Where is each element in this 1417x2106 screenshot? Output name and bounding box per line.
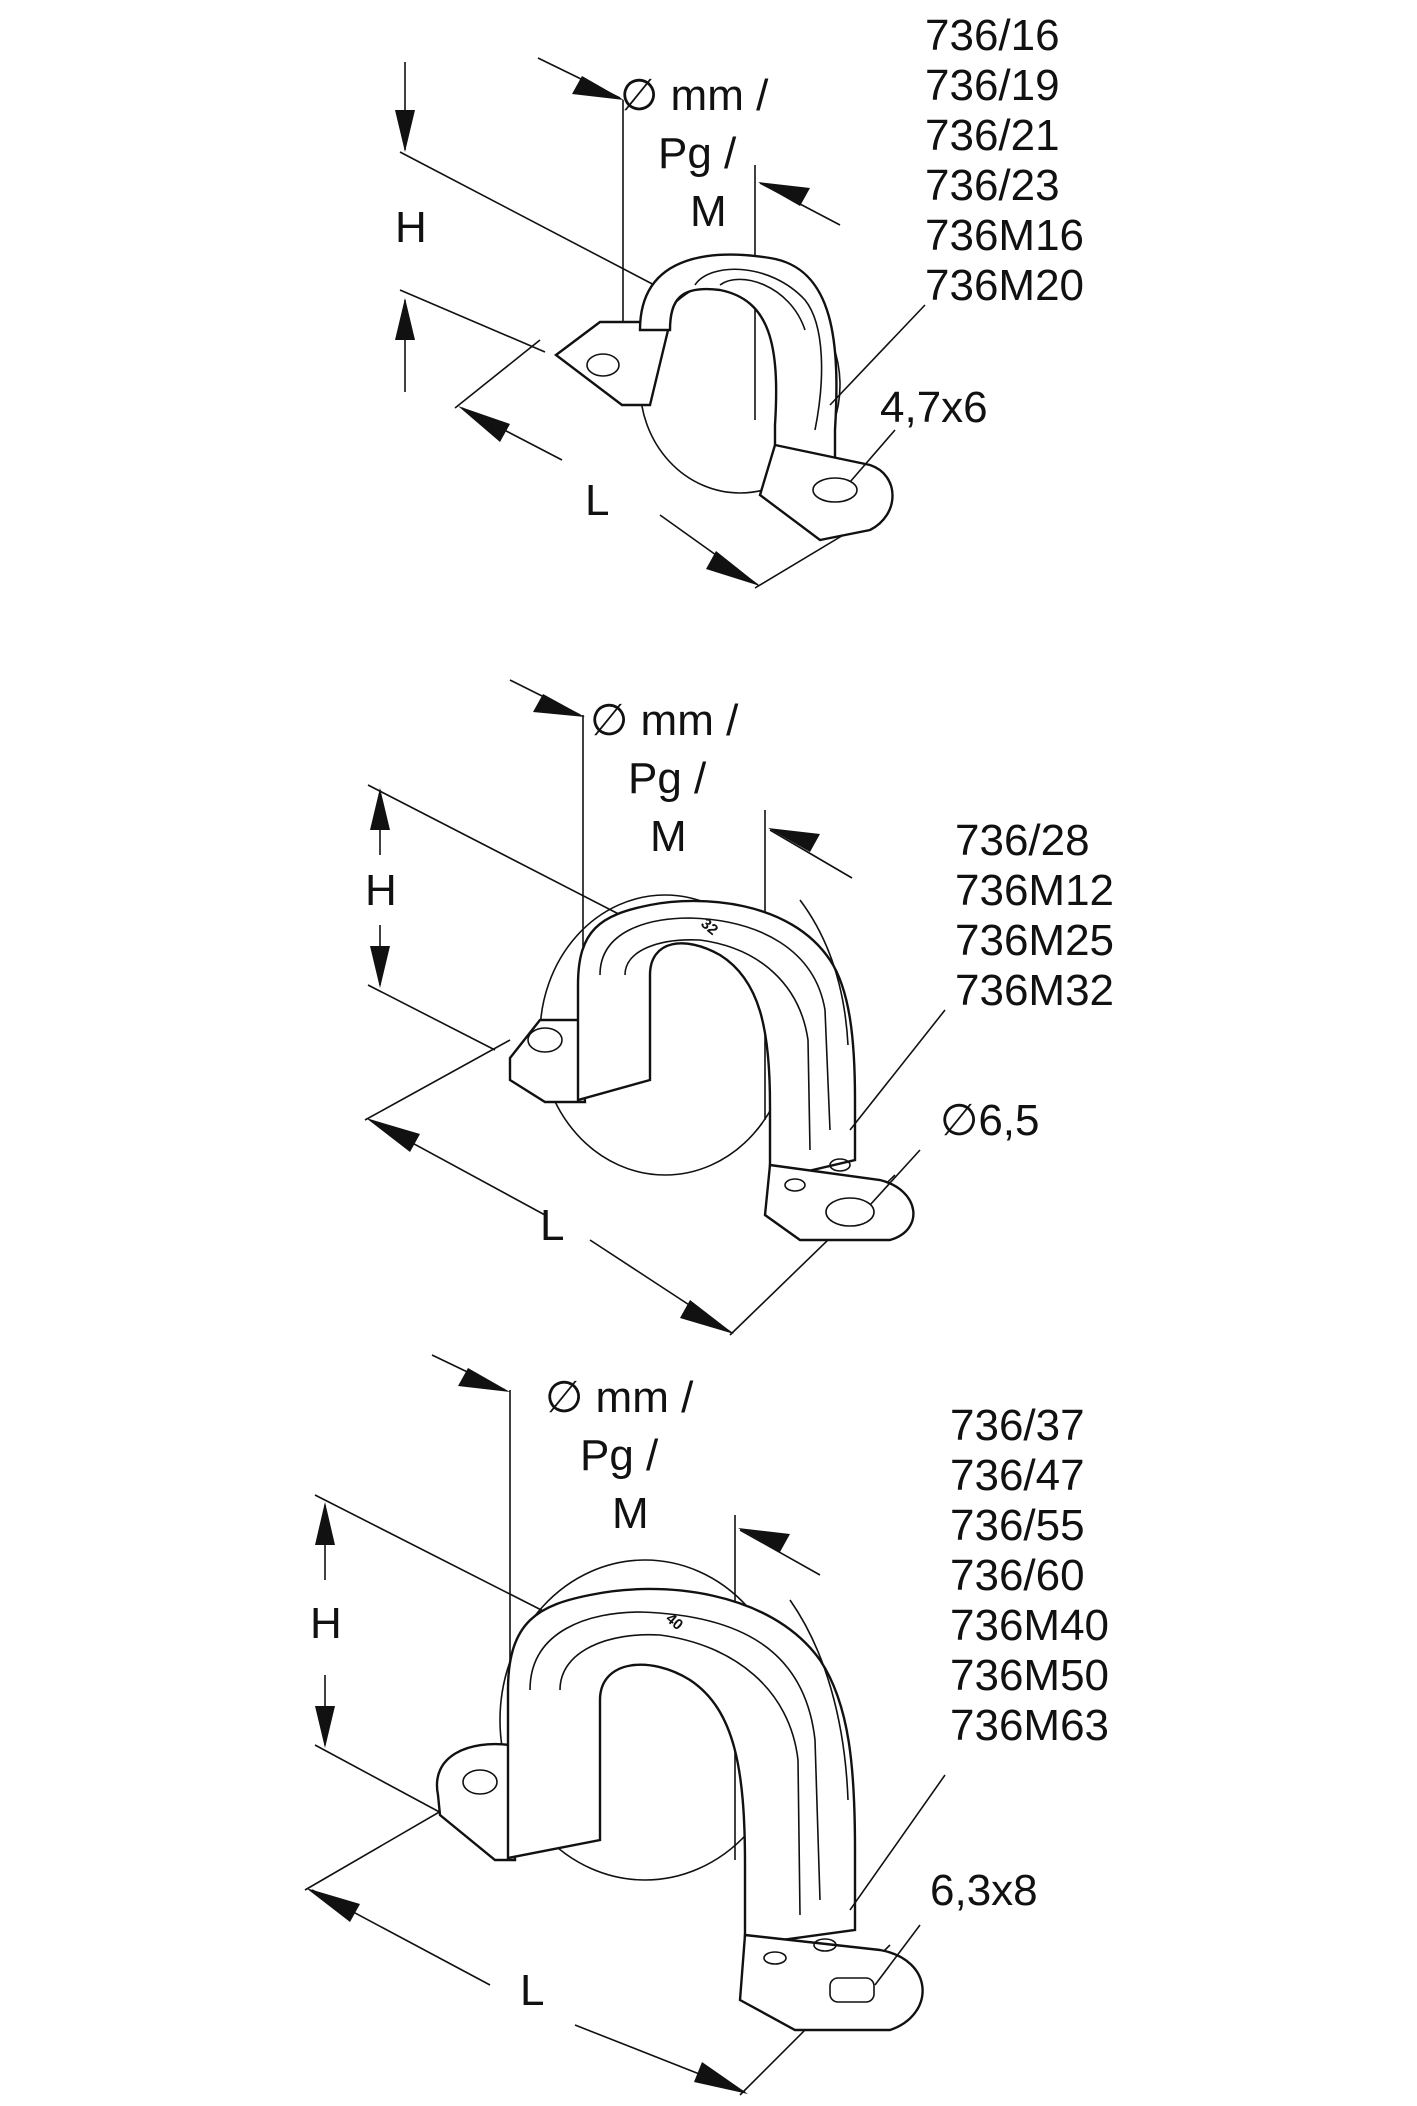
article-number: 736/23	[925, 161, 1060, 210]
height-label: H	[395, 203, 427, 252]
article-leader	[849, 1009, 946, 1131]
article-leader	[849, 1774, 946, 1911]
hole-leader	[874, 1924, 921, 1986]
article-number: 736M40	[950, 1601, 1109, 1650]
article-number: 736/60	[950, 1551, 1085, 1600]
length-dimension	[454, 339, 861, 589]
diameter-label-line1: ∅ mm /	[620, 71, 769, 120]
article-number-list: 736/16 736/19 736/21 736/23 736M16 736M2…	[925, 11, 1084, 310]
hole-size-label: 6,3x8	[930, 1866, 1038, 1915]
article-number: 736M12	[955, 866, 1114, 915]
article-number-list: 736/28 736M12 736M25 736M32	[955, 816, 1114, 1015]
article-number: 736/55	[950, 1501, 1085, 1550]
height-label: H	[310, 1599, 342, 1648]
height-dimension	[395, 62, 661, 392]
saddle-clamp-1	[554, 253, 894, 542]
diameter-label-line3: M	[650, 812, 687, 861]
article-number: 736/16	[925, 11, 1060, 60]
diagram-3: 40 ∅ mm / Pg / M H L 6,3x8 736/37 736/47…	[304, 1354, 1109, 2096]
article-number: 736/28	[955, 816, 1090, 865]
article-number: 736M63	[950, 1701, 1109, 1750]
saddle-clamp-3	[435, 1559, 924, 2032]
diagram-1: ∅ mm / Pg / M H L 4,7x6 736/16 736/19 73…	[395, 11, 1084, 589]
saddle-clamp-2	[508, 894, 915, 1242]
article-number: 736M25	[955, 916, 1114, 965]
article-number: 736/37	[950, 1401, 1085, 1450]
diameter-label-line1: ∅ mm /	[545, 1373, 694, 1422]
diameter-label-line2: Pg /	[628, 754, 707, 803]
hole-leader	[869, 1149, 921, 1206]
hole-size-label: ∅6,5	[940, 1096, 1040, 1145]
hole-size-label: 4,7x6	[880, 383, 988, 432]
diameter-label-line2: Pg /	[580, 1431, 659, 1480]
article-number: 736M50	[950, 1651, 1109, 1700]
hole-leader	[849, 429, 896, 483]
diameter-label-line3: M	[690, 187, 727, 236]
diameter-label-line3: M	[612, 1489, 649, 1538]
diameter-dimension	[537, 57, 841, 420]
height-dimension	[367, 784, 641, 1051]
article-number: 736M16	[925, 211, 1084, 260]
diameter-label-line2: Pg /	[658, 129, 737, 178]
height-label: H	[365, 866, 397, 915]
length-label: L	[520, 1966, 544, 2015]
article-number: 736M20	[925, 261, 1084, 310]
length-label: L	[585, 476, 609, 525]
diagram-2: 32 ∅ mm / Pg / M H L ∅6,5 736/28 736M12 …	[364, 679, 1114, 1336]
length-dimension	[364, 1039, 896, 1336]
diameter-label-line1: ∅ mm /	[590, 696, 739, 745]
article-number: 736M32	[955, 966, 1114, 1015]
article-leader	[829, 304, 926, 406]
article-number: 736/21	[925, 111, 1060, 160]
article-number-list: 736/37 736/47 736/55 736/60 736M40 736M5…	[950, 1401, 1109, 1750]
article-number: 736/47	[950, 1451, 1085, 1500]
length-label: L	[540, 1201, 564, 1250]
article-number: 736/19	[925, 61, 1060, 110]
